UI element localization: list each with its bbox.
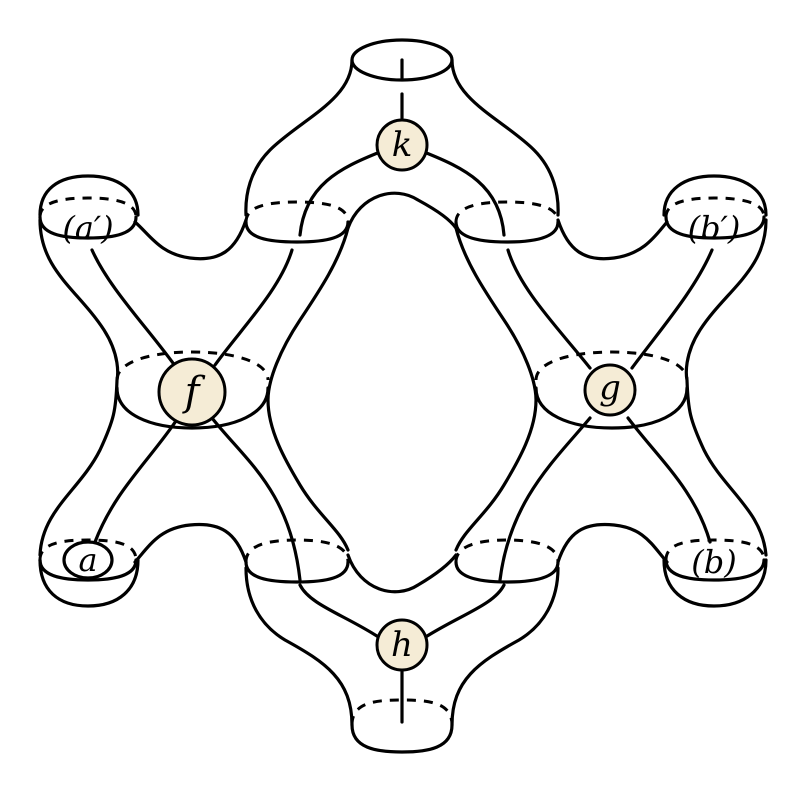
cross-sections <box>38 38 766 754</box>
node-g-label: g <box>599 368 621 408</box>
boundary-a: a <box>62 540 114 580</box>
node-k: k <box>375 118 429 172</box>
boundary-label-a-prime: (a′) <box>62 209 113 247</box>
boundary-label-b: (b) <box>691 543 736 581</box>
node-f: f <box>157 357 227 427</box>
node-h: h <box>375 618 429 672</box>
outer-outline <box>38 58 768 727</box>
boundary-label-a: a <box>78 541 97 579</box>
node-h-label: h <box>391 625 413 665</box>
boundary-label-b-prime: (b′) <box>688 209 741 247</box>
node-k-label: k <box>392 125 413 165</box>
graph-edges <box>90 58 714 724</box>
node-g: g <box>583 363 637 417</box>
